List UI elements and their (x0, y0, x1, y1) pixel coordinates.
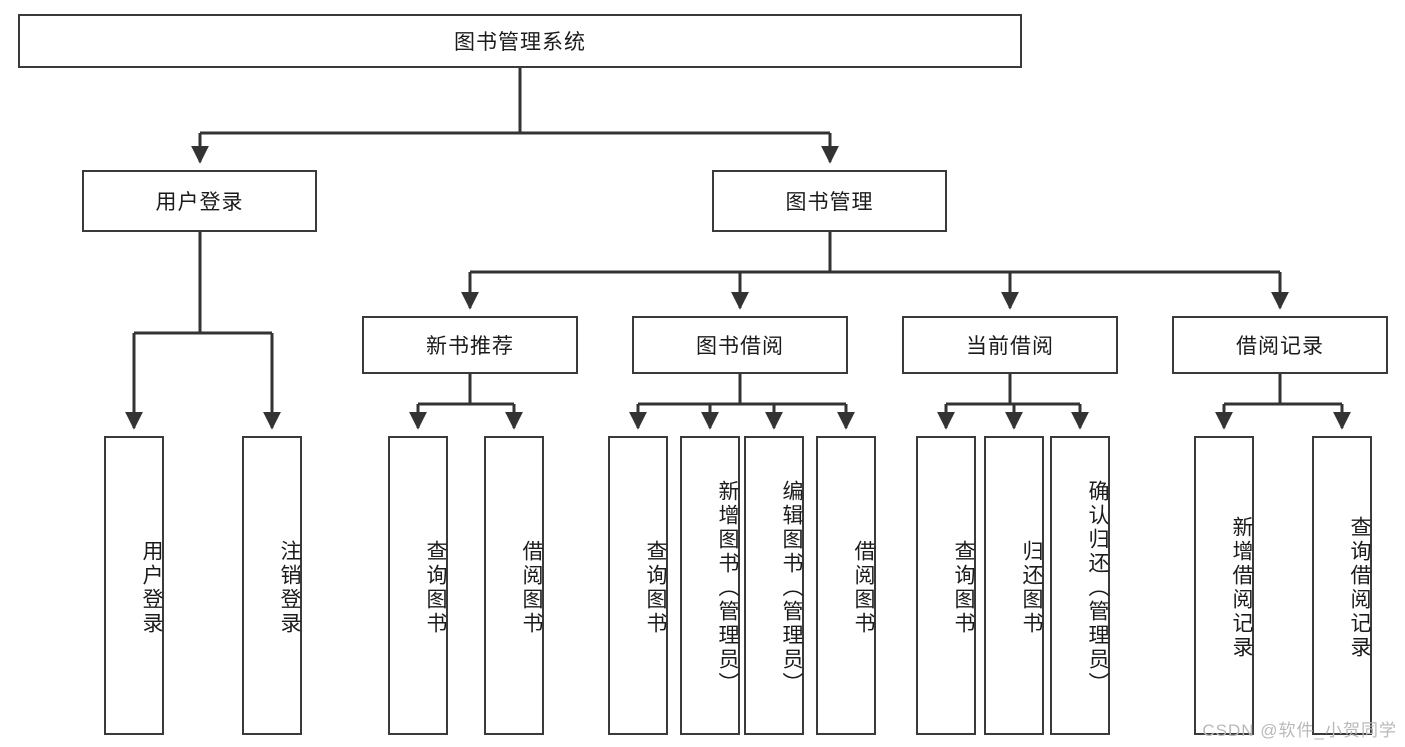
node-root[interactable]: 图书管理系统 (18, 14, 1022, 68)
leaf-label: 查询图书 (424, 539, 447, 636)
leaf-user-login-login[interactable]: 用户登录 (104, 436, 164, 735)
leaf-user-login-logout[interactable]: 注销登录 (242, 436, 302, 735)
leaf-borrow-borrow-book[interactable]: 借阅图书 (816, 436, 876, 735)
node-current-borrow-label: 当前借阅 (966, 335, 1054, 358)
leaf-label: 查询图书 (644, 539, 667, 636)
node-new-book-recommend-label: 新书推荐 (426, 335, 514, 358)
leaf-current-query-book[interactable]: 查询图书 (916, 436, 976, 735)
watermark: CSDN @软件_小贺同学 (1202, 721, 1397, 740)
node-borrow-record-label: 借阅记录 (1236, 335, 1324, 358)
leaf-label: 借阅图书 (852, 539, 875, 636)
node-book-management[interactable]: 图书管理 (712, 170, 947, 232)
leaf-record-add-record[interactable]: 新增借阅记录 (1194, 436, 1254, 735)
leaf-label: 归还图书 (1020, 539, 1043, 636)
leaf-label: 新增图书（管理员） (716, 479, 739, 696)
leaf-current-return-book[interactable]: 归还图书 (984, 436, 1044, 735)
leaf-recommend-borrow-book[interactable]: 借阅图书 (484, 436, 544, 735)
node-book-management-label: 图书管理 (785, 191, 874, 214)
leaf-borrow-query-book[interactable]: 查询图书 (608, 436, 668, 735)
leaf-label: 借阅图书 (520, 539, 543, 636)
leaf-label: 新增借阅记录 (1230, 515, 1253, 660)
leaf-label: 查询借阅记录 (1348, 515, 1371, 660)
leaf-borrow-edit-book-admin[interactable]: 编辑图书（管理员） (744, 436, 804, 735)
node-current-borrow[interactable]: 当前借阅 (902, 316, 1118, 374)
node-root-label: 图书管理系统 (454, 31, 586, 54)
leaf-label: 确认归还（管理员） (1086, 479, 1109, 696)
node-new-book-recommend[interactable]: 新书推荐 (362, 316, 578, 374)
leaf-label: 查询图书 (952, 539, 975, 636)
node-user-login[interactable]: 用户登录 (82, 170, 317, 232)
leaf-current-confirm-return-admin[interactable]: 确认归还（管理员） (1050, 436, 1110, 735)
node-book-borrow[interactable]: 图书借阅 (632, 316, 848, 374)
node-borrow-record[interactable]: 借阅记录 (1172, 316, 1388, 374)
leaf-borrow-add-book-admin[interactable]: 新增图书（管理员） (680, 436, 740, 735)
leaf-record-query-record[interactable]: 查询借阅记录 (1312, 436, 1372, 735)
leaf-label: 用户登录 (140, 539, 163, 636)
leaf-label: 注销登录 (278, 539, 301, 636)
leaf-label: 编辑图书（管理员） (780, 479, 803, 696)
leaf-recommend-query-book[interactable]: 查询图书 (388, 436, 448, 735)
node-book-borrow-label: 图书借阅 (696, 335, 784, 358)
node-user-login-label: 用户登录 (155, 191, 244, 214)
